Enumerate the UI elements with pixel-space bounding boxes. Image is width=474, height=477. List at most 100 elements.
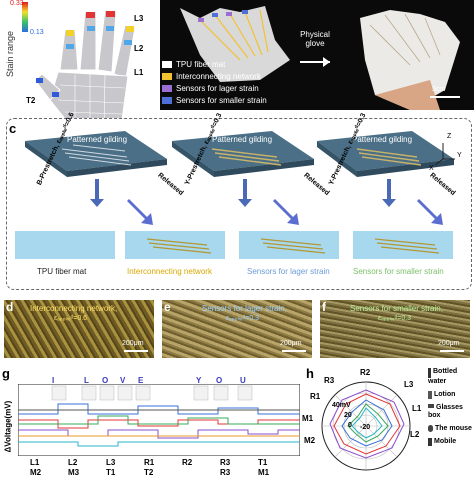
legend-label: Interconnecting network (176, 71, 261, 81)
spoke-m1: M1 (302, 414, 314, 423)
finger-label-t2: T2 (26, 96, 36, 105)
object-legend-item: Glasses box (428, 404, 474, 420)
panel-d-scale-label: 200μm (122, 340, 144, 347)
channel-label: T1 (106, 468, 116, 477)
channel-label: R2 (182, 458, 193, 467)
channel-label: L1 (30, 458, 40, 467)
physical-glove-label: Physical glove (300, 30, 330, 48)
bottom-label-smaller: Sensors for smaller strain (353, 267, 444, 276)
gesture-letter: O (102, 376, 109, 385)
radar-chart (321, 381, 411, 471)
panel-g-ylabel: ΔVoltage(mV) (3, 400, 13, 453)
scale-mid: 0.13 (30, 29, 44, 36)
glasses-box-icon (428, 404, 434, 408)
ring-label-40mv: 40mV (332, 402, 351, 409)
hand-mesh-illustration (34, 9, 136, 135)
spoke-m2: M2 (304, 436, 316, 445)
panel-letter-h: h (306, 366, 314, 381)
panel-d: d Interconnecting network, εₐₚₚₗᵢₑᵈ=0.6 … (4, 300, 154, 358)
scale-bar (430, 96, 460, 98)
legend-item: Interconnecting network (162, 70, 267, 82)
panel-f-subtitle: εₐₚₚₗᵢₑᵈ=0.3 (378, 315, 412, 322)
gesture-letter: Y (196, 376, 202, 385)
legend-swatch (162, 72, 172, 80)
channel-label: M3 (68, 468, 80, 477)
object-legend-item: Mobile (428, 438, 474, 446)
object-label: Mobile (434, 438, 457, 445)
gesture-letter: E (138, 376, 144, 385)
spoke-l1: L1 (412, 404, 422, 413)
axis-z: Z (447, 133, 452, 140)
channel-label: L2 (68, 458, 78, 467)
panel-f: f Sensors for smaller strain, εₐₚₚₗᵢₑᵈ=0… (320, 300, 470, 358)
bottle-icon (428, 368, 431, 378)
legend-label: Sensors for lager strain (176, 83, 259, 93)
scale-bar-label: 5cm (432, 86, 446, 93)
channel-label: M1 (258, 468, 270, 477)
object-legend-item: The mouse (428, 425, 474, 433)
spoke-r2: R2 (360, 368, 371, 377)
legend-label: TPU fiber mat (176, 59, 226, 69)
panel-e: e Sensors for lager strain, εₐₚₚₗᵢₑᵈ=0.3… (162, 300, 312, 358)
panel-f-title: Sensors for smaller strain, (350, 304, 443, 313)
gesture-letter: O (216, 376, 223, 385)
object-label: Bottled water (428, 368, 458, 385)
panel-c: c (6, 112, 472, 290)
scale-max: 0.33 (10, 0, 24, 7)
spoke-l2: L2 (410, 430, 420, 439)
object-legend-item: Lotion (428, 391, 474, 399)
spoke-l3: L3 (404, 380, 414, 389)
panel-f-scale-bar (440, 350, 464, 352)
gesture-letters: I L O V E Y O U (52, 376, 302, 386)
stain-range-label: Stain range (5, 30, 15, 77)
panel-letter-e: e (164, 300, 171, 314)
panel-f-scale-label: 200μm (438, 340, 460, 347)
gesture-letter: U (240, 376, 246, 385)
lotion-icon (428, 391, 432, 399)
fabrication-diagram (15, 131, 455, 259)
spoke-r1: R1 (310, 392, 321, 401)
panel-a: Stain range 0.33 0.13 L3 L2 L1 T2 T1 (0, 0, 150, 135)
top-label-1: Patterned gilding (67, 135, 128, 144)
gesture-letter: L (84, 376, 89, 385)
channel-label: T2 (144, 468, 154, 477)
channel-label: R3 (220, 458, 231, 467)
legend-label: Sensors for smaller strain (176, 95, 267, 105)
object-legend-item: Bottled water (428, 368, 474, 386)
finger-label-l3: L3 (134, 14, 144, 23)
ring-label-20: 20 (344, 412, 352, 419)
finger-label-l2: L2 (134, 44, 144, 53)
panel-e-scale-label: 200μm (280, 340, 302, 347)
mouse-icon (428, 425, 433, 432)
channel-label: R1 (144, 458, 155, 467)
ring-label-neg20: -20 (360, 424, 371, 431)
gesture-letter: I (52, 376, 55, 385)
panel-letter-d: d (6, 300, 14, 314)
panel-h: h R2 L3 L1 L2 M2 M1 R1 R3 40mV 20 0 -20 … (302, 364, 474, 474)
legend-swatch (162, 84, 172, 92)
axis-x: X (429, 165, 434, 172)
panel-b: Physical glove TPU fiber mat Interconnec… (160, 0, 474, 110)
legend-swatch (162, 96, 172, 104)
panel-g: g ΔVoltage(mV) I L O V E Y O U L1 L2 L3 (0, 364, 302, 477)
legend-item: Sensors for smaller strain (162, 94, 267, 106)
color-scale-bar (22, 2, 28, 32)
ring-label-0: 0 (348, 422, 352, 429)
axis-y: Y (457, 152, 462, 159)
panel-letter-g: g (2, 366, 10, 381)
legend-item: TPU fiber mat (162, 58, 267, 70)
panel-b-legend: TPU fiber mat Interconnecting network Se… (162, 58, 267, 106)
panel-e-subtitle: εₐₚₚₗᵢₑᵈ=0.3 (226, 315, 260, 322)
panel-e-title: Sensors for lager strain, (202, 304, 287, 313)
object-label: The mouse (435, 425, 472, 432)
bottom-label-tpu: TPU fiber mat (37, 267, 87, 276)
panel-letter-c: c (9, 121, 17, 136)
object-label: Lotion (434, 391, 456, 398)
gesture-letter: V (120, 376, 126, 385)
spoke-r3: R3 (324, 376, 335, 385)
voltage-trace-plot (18, 384, 300, 456)
channel-label: R3 (220, 468, 231, 477)
bottom-label-lager: Sensors for lager strain (247, 267, 330, 276)
bottom-label-network: Interconnecting network (127, 267, 212, 276)
panel-d-scale-bar (124, 350, 148, 352)
